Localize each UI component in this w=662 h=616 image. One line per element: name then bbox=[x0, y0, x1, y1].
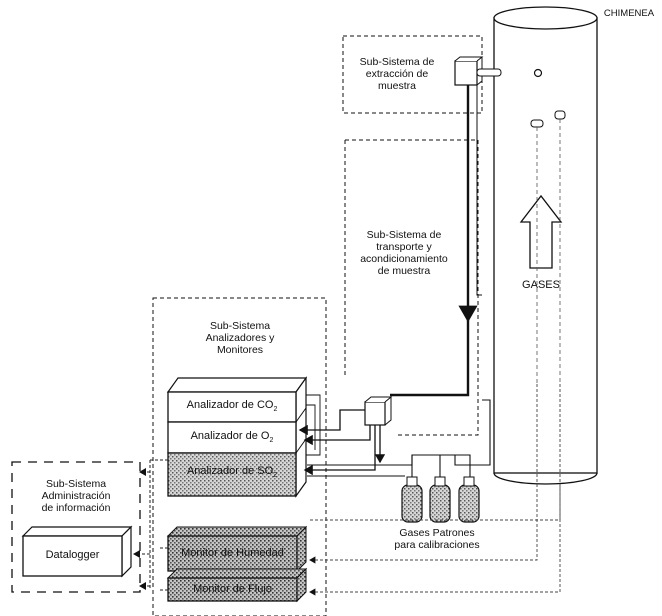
analyzer-feed-lines bbox=[298, 394, 386, 476]
sample-probe bbox=[454, 56, 502, 86]
admin-subsystem-label: Sub-Sistema Administración de informació… bbox=[41, 478, 111, 514]
chimney-label: CHIMENEA bbox=[603, 8, 655, 19]
chimney-sensor-lines bbox=[536, 119, 561, 384]
co2-analyzer bbox=[167, 391, 297, 423]
admin-subsystem-box bbox=[11, 461, 141, 593]
co2-analyzer-label: Analizador de CO2 bbox=[186, 399, 278, 414]
conditioner-block bbox=[364, 396, 393, 426]
o2-analyzer bbox=[167, 421, 297, 454]
o2-analyzer-label: Analizador de O2 bbox=[190, 430, 274, 445]
gases-arrow bbox=[519, 194, 563, 269]
extraction-subsystem-label: Sub-Sistema de extracción de muestra bbox=[359, 56, 435, 92]
analyzers-subsystem-box bbox=[152, 297, 327, 616]
analyzers-subsystem-label: Sub-Sistema Analizadores y Monitores bbox=[205, 320, 275, 356]
so2-analyzer-label: Analizador de SO2 bbox=[186, 465, 278, 480]
calibration-gases-label: Gases Patrones para calibraciones bbox=[394, 527, 480, 551]
calibration-manifold bbox=[307, 399, 491, 480]
gas-cylinders bbox=[401, 476, 480, 523]
chimney bbox=[493, 6, 598, 485]
sample-line bbox=[390, 85, 482, 397]
chimney-monitor-lines bbox=[309, 384, 561, 596]
datalogger-block bbox=[21, 525, 133, 578]
gas-cylinder bbox=[401, 476, 423, 523]
gas-cylinder bbox=[429, 476, 451, 523]
gases-label: GASES bbox=[522, 279, 560, 291]
datalogger-label: Datalogger bbox=[45, 549, 100, 561]
transport-subsystem-label: Sub-Sistema de transporte y acondicionam… bbox=[360, 229, 448, 277]
flow-monitor-label: Monitor de Flujo bbox=[193, 583, 272, 595]
so2-analyzer bbox=[167, 452, 297, 497]
monitor-stack bbox=[166, 525, 308, 603]
humidity-monitor bbox=[167, 535, 298, 572]
transport-subsystem-box bbox=[344, 139, 479, 436]
humidity-monitor-label: Monitor de Humedad bbox=[181, 547, 284, 559]
analyzer-stack bbox=[166, 376, 308, 498]
gas-cylinder bbox=[458, 476, 480, 523]
data-lines bbox=[133, 459, 168, 591]
